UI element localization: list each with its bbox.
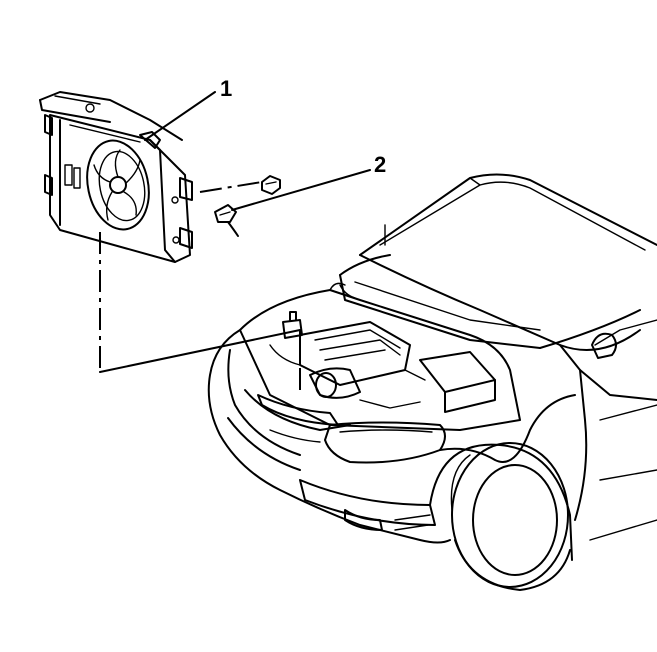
electrical-connector (214, 204, 239, 237)
leader-lines (99, 91, 371, 390)
callout-2: 2 (374, 152, 386, 177)
callout-1: 1 (220, 76, 232, 101)
mounting-bolt (261, 175, 281, 195)
cooling-fan-assembly (39, 91, 193, 263)
vehicle-front (207, 173, 657, 591)
